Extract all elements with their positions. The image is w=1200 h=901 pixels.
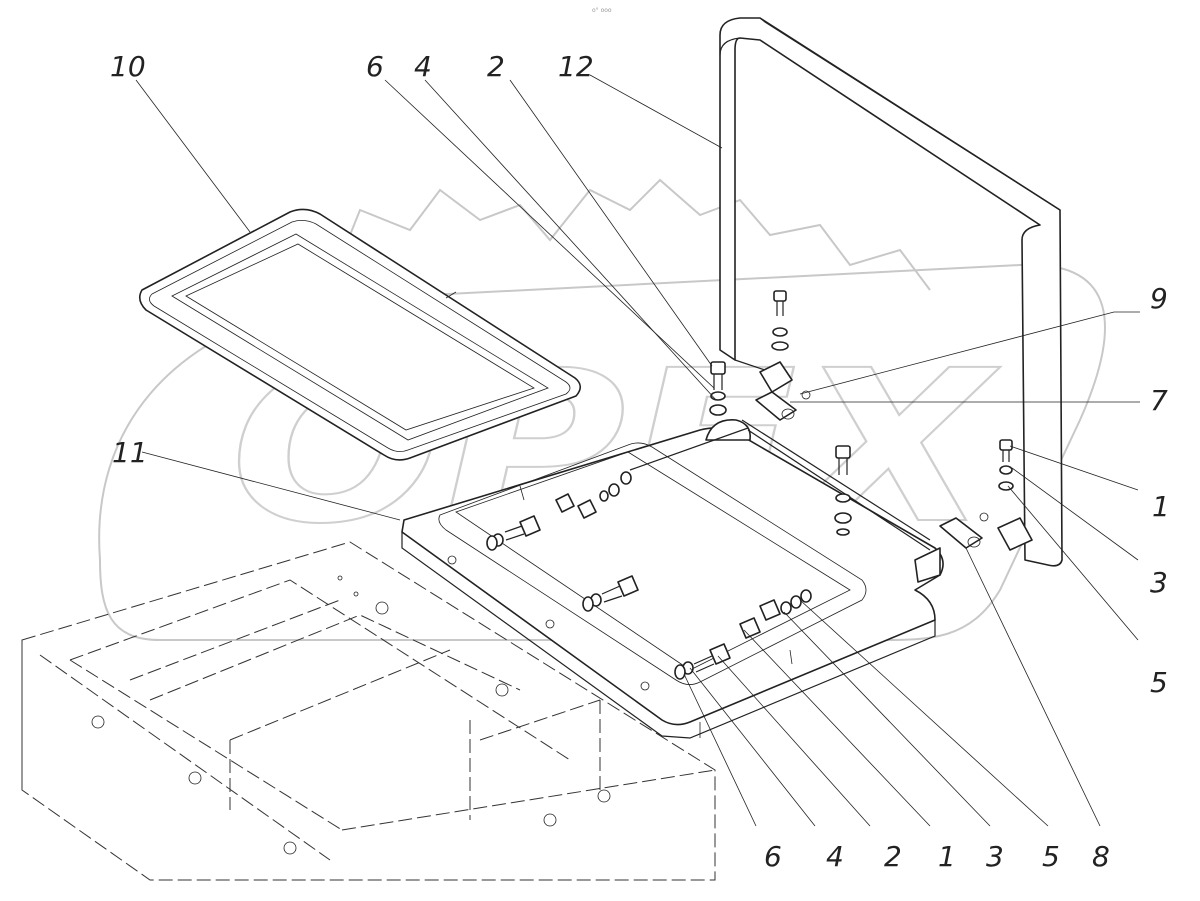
callout-bottom-6: 6 [764, 840, 782, 873]
part-12-hinged-lid [719, 17, 1063, 567]
callout-top-10: 10 [110, 50, 146, 83]
fastener-group [486, 290, 1014, 680]
part-10-seal-frame [138, 208, 582, 461]
header-tiny-text: o° ooo [592, 7, 612, 14]
callout-top-4: 4 [414, 50, 432, 83]
callout-top-6: 6 [366, 50, 384, 83]
callout-right-7: 7 [1150, 384, 1168, 417]
leader-lines [135, 74, 1140, 827]
mounting-box-outline [21, 541, 716, 881]
watermark-frame [98, 263, 1106, 641]
callout-right-5: 5 [1150, 666, 1168, 699]
callout-top-12: 12 [558, 50, 594, 83]
callout-bottom-8: 8 [1092, 840, 1110, 873]
bolt-stack-hinge-right [998, 439, 1014, 491]
callout-bottom-2: 2 [884, 840, 902, 873]
bolt-stack-hinge-center [834, 445, 852, 536]
callout-labels: 10 6 4 2 12 11 9 7 1 3 5 6 4 2 1 3 5 8 [110, 50, 1170, 873]
bolt-row-upper-left [486, 515, 541, 551]
callout-bottom-4: 4 [826, 840, 844, 873]
part-8-pin [939, 517, 983, 549]
callout-bottom-1: 1 [938, 840, 956, 873]
callout-bottom-5: 5 [1042, 840, 1060, 873]
callout-right-9: 9 [1150, 282, 1168, 315]
part-11-base-plate [401, 419, 944, 739]
part-7-pin [755, 391, 797, 421]
bolt-row-lower-right [739, 589, 812, 639]
bolt-row-lower-left [674, 643, 731, 680]
callout-right-1: 1 [1152, 490, 1170, 523]
callout-left-11: 11 [112, 436, 148, 469]
hinge-hardware [741, 361, 1033, 551]
callout-right-3: 3 [1150, 566, 1168, 599]
bolt-row-upper-mid [555, 471, 632, 519]
bolt-stack-hinge-left [709, 290, 789, 416]
bolt-row-mid-left [582, 575, 639, 612]
callout-bottom-3: 3 [986, 840, 1004, 873]
watermark-gear-outline [259, 178, 931, 291]
callout-top-2: 2 [487, 50, 505, 83]
